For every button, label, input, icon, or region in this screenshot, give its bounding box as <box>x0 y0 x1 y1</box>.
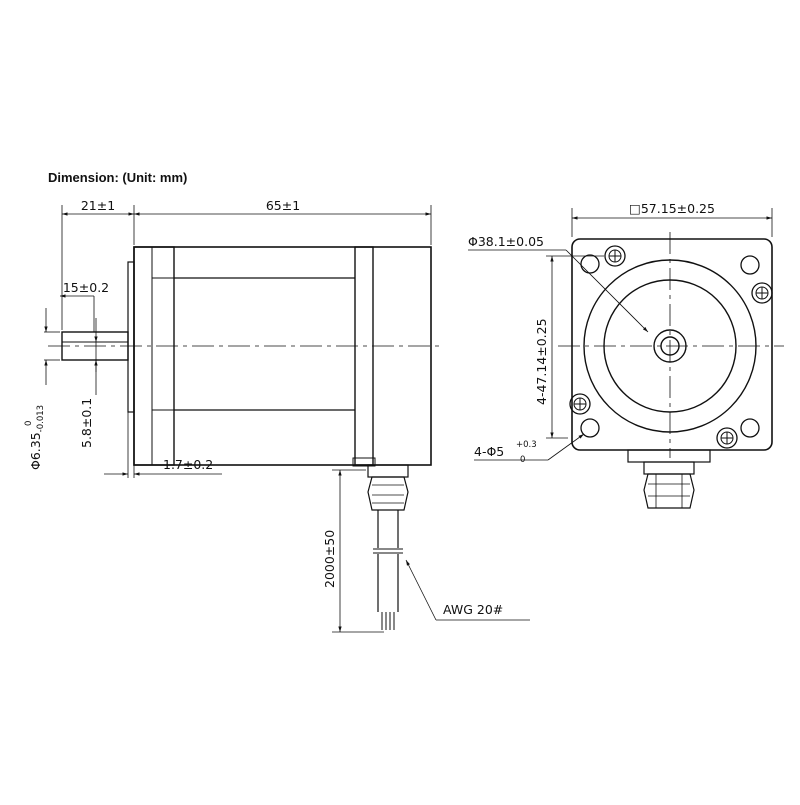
front-flange <box>133 246 175 466</box>
shaft-dia-tol-lower: -0.013 <box>36 405 46 432</box>
dim-boss-height: 1.7±0.2 <box>163 457 213 472</box>
drawing-title: Dimension: (Unit: mm) <box>48 170 188 185</box>
hole-tol-lower: 0 <box>520 455 525 465</box>
mount-hole-br <box>716 418 760 449</box>
label-wire-gauge: AWG 20# <box>443 602 503 617</box>
front-cable-gland <box>643 461 695 475</box>
mount-hole-bl <box>569 393 600 438</box>
dim-shaft-length: 21±1 <box>81 198 115 213</box>
motor-body <box>133 246 432 466</box>
dim-flat-length: 15±0.2 <box>63 280 109 295</box>
shaft-dia-base: Φ6.35 <box>28 432 43 470</box>
lead-cable <box>373 510 403 630</box>
dim-pilot-dia: Φ38.1±0.05 <box>468 234 544 249</box>
dim-shaft-dia: Φ6.35-0.013 <box>28 405 46 470</box>
dim-lead-length: 2000±50 <box>322 530 337 588</box>
dim-square-size: □57.15±0.25 <box>629 201 715 216</box>
hole-dia-base: 4-Φ5 <box>474 444 504 459</box>
cable-gland <box>367 464 409 478</box>
mount-hole-tr <box>740 255 773 304</box>
rear-endcap <box>354 246 374 466</box>
dim-hole-dia: 4-Φ5 <box>474 444 504 459</box>
shaft-boss <box>127 261 135 413</box>
front-view: □57.15±0.25 Φ38.1±0.05 4-47.14±0.25 4-Φ5… <box>468 201 784 509</box>
shaft-dia-tol-upper: 0 <box>24 421 34 426</box>
front-flange-square <box>571 238 773 451</box>
dim-hole-spacing: 4-47.14±0.25 <box>534 318 549 405</box>
dim-body-length: 65±1 <box>266 198 300 213</box>
side-view: 21±1 65±1 15±0.2 Φ6.35-0.013 0 5.8 <box>24 198 530 633</box>
mount-hole-tl <box>580 245 626 274</box>
dim-flat-depth: 5.8±0.1 <box>79 398 94 448</box>
hole-tol-upper: +0.3 <box>516 440 537 450</box>
